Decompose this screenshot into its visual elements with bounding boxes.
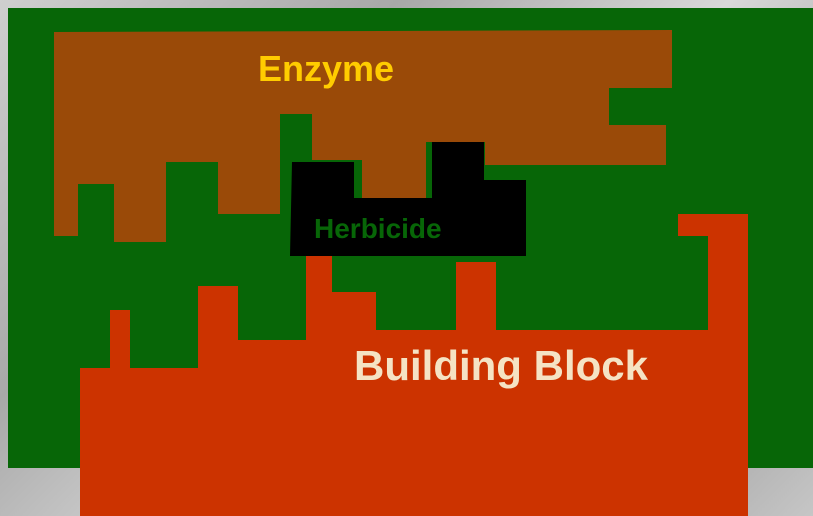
herbicide-label: Herbicide bbox=[314, 213, 442, 245]
enzyme-label: Enzyme bbox=[258, 48, 394, 90]
building-block-label: Building Block bbox=[354, 342, 648, 390]
